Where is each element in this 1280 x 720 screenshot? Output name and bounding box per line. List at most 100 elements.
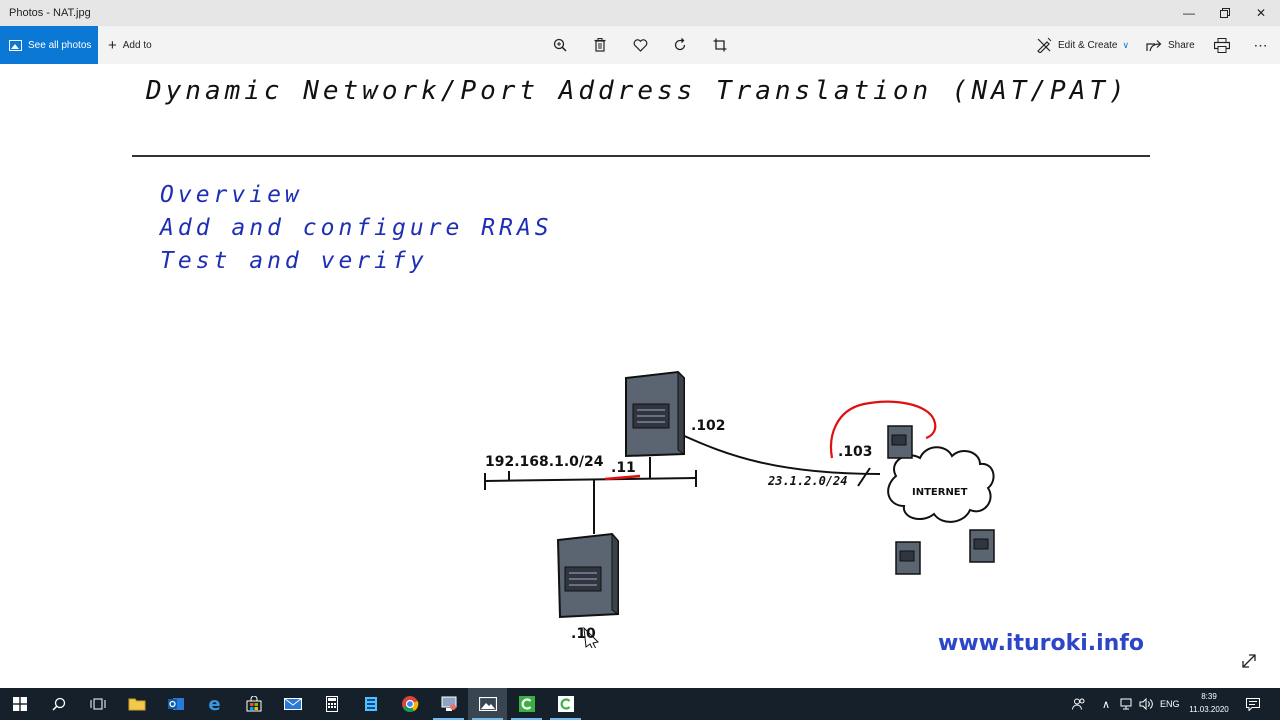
task-view-button[interactable] (78, 688, 117, 720)
command-bar: See all photos + Add to Edit & Create ∨ (0, 26, 1280, 64)
internet-host-icon (895, 541, 921, 575)
show-hidden-icons-button[interactable]: ∧ (1102, 688, 1110, 720)
windows-logo-icon (12, 697, 27, 711)
fullscreen-button[interactable] (1240, 652, 1262, 674)
print-button[interactable] (1212, 35, 1232, 55)
taskbar-mail[interactable] (273, 688, 312, 720)
restore-button[interactable] (1202, 0, 1248, 26)
taskbar-file-explorer[interactable] (117, 688, 156, 720)
running-indicator (472, 718, 503, 720)
photo-canvas[interactable]: Dynamic Network/Port Address Translation… (128, 64, 1152, 656)
router-server-icon (625, 370, 685, 458)
share-button[interactable]: Share (1146, 26, 1195, 64)
volume-icon (1139, 698, 1153, 710)
calculator-icon (325, 696, 338, 712)
store-icon (246, 696, 261, 712)
rotate-icon (674, 38, 686, 51)
agenda-item: Test and verify (160, 248, 428, 274)
watermark: www.ituroki.info (938, 631, 1145, 656)
chevron-down-icon: ∨ (1122, 39, 1130, 50)
client-server-icon (556, 532, 619, 619)
client-ip-label: .10 (571, 626, 596, 642)
volume-button[interactable] (1139, 688, 1153, 720)
people-button[interactable] (1072, 688, 1086, 720)
taskbar-calculator[interactable] (312, 688, 351, 720)
trash-icon (594, 38, 606, 52)
plus-icon: + (108, 36, 117, 54)
close-button[interactable]: ✕ (1238, 0, 1280, 26)
action-center-button[interactable] (1246, 688, 1260, 720)
running-indicator (550, 718, 581, 720)
share-icon (1146, 40, 1162, 52)
edit-create-button[interactable]: Edit & Create ∨ (1036, 26, 1129, 64)
language-indicator: ENG (1160, 699, 1180, 709)
crop-icon (713, 38, 727, 52)
taskbar-clock[interactable]: 8:39 11.03.2020 (1186, 690, 1232, 716)
taskbar-store[interactable] (234, 688, 273, 720)
window-title: Photos - NAT.jpg (9, 7, 91, 19)
crop-button[interactable] (710, 35, 730, 55)
wan-network-label: 23.1.2.0/24 (768, 474, 848, 488)
favorite-button[interactable] (630, 35, 650, 55)
network-icon (1120, 698, 1132, 710)
delete-button[interactable] (590, 35, 610, 55)
notification-icon (1246, 697, 1260, 711)
app-icon (364, 697, 377, 711)
internet-host-icon (969, 529, 995, 563)
photos-app-window: Photos - NAT.jpg — ✕ See all photos + Ad… (0, 0, 1280, 674)
add-to-label: Add to (122, 39, 152, 51)
taskbar: e ∧ ENG 8:39 (0, 688, 1280, 720)
slide-title: Dynamic Network/Port Address Translation… (146, 76, 1129, 106)
rotate-button[interactable] (670, 35, 690, 55)
router-lan-ip-label: .11 (611, 460, 636, 476)
wan-link (679, 433, 881, 475)
agenda-item: Overview (160, 182, 303, 208)
see-all-photos-label: See all photos (28, 39, 92, 51)
lan-segment (484, 457, 697, 534)
search-button[interactable] (39, 688, 78, 720)
red-annotation-mark (830, 400, 937, 459)
close-icon: ✕ (1255, 6, 1267, 20)
camtasia-recorder-icon (557, 696, 574, 712)
photo-icon (9, 39, 22, 51)
taskbar-photos[interactable] (468, 688, 507, 720)
taskbar-outlook[interactable] (156, 688, 195, 720)
taskbar-camtasia-recorder[interactable] (546, 688, 585, 720)
printer-icon (1214, 37, 1230, 53)
zoom-button[interactable] (550, 35, 570, 55)
minimize-button[interactable]: — (1166, 0, 1212, 26)
taskbar-remote-app[interactable] (351, 688, 390, 720)
see-all-photos-button[interactable]: See all photos (0, 26, 98, 64)
camtasia-icon (518, 696, 535, 712)
taskbar-network-app[interactable] (429, 688, 468, 720)
internet-cloud-icon (887, 446, 995, 523)
zoom-icon (553, 38, 567, 52)
share-label: Share (1168, 39, 1195, 51)
folder-icon (128, 698, 145, 711)
add-to-button[interactable]: + Add to (108, 26, 152, 64)
cloud-label: INTERNET (912, 487, 968, 498)
mouse-cursor-icon (583, 626, 600, 648)
network-diagram (484, 370, 995, 648)
taskbar-camtasia[interactable] (507, 688, 546, 720)
expand-icon (1242, 654, 1256, 668)
outlook-icon (167, 698, 184, 710)
heart-icon (633, 38, 647, 52)
taskbar-edge[interactable]: e (195, 688, 234, 720)
more-options-button[interactable]: ⋯ (1251, 35, 1271, 55)
minimize-icon: — (1183, 6, 1195, 20)
more-icon: ⋯ (1253, 36, 1269, 53)
taskbar-chrome[interactable] (390, 688, 429, 720)
people-icon (1072, 698, 1085, 710)
network-status-button[interactable] (1120, 688, 1134, 720)
title-divider (132, 155, 1150, 157)
mail-icon (283, 698, 302, 710)
input-language-button[interactable]: ENG (1160, 688, 1180, 720)
lan-network-label: 192.168.1.0/24 (485, 454, 604, 470)
edit-create-icon (1037, 37, 1052, 53)
task-view-icon (90, 698, 105, 710)
title-bar: Photos - NAT.jpg — ✕ (0, 0, 1280, 26)
chevron-up-icon: ∧ (1102, 698, 1111, 711)
running-indicator (433, 718, 464, 720)
start-button[interactable] (0, 688, 39, 720)
